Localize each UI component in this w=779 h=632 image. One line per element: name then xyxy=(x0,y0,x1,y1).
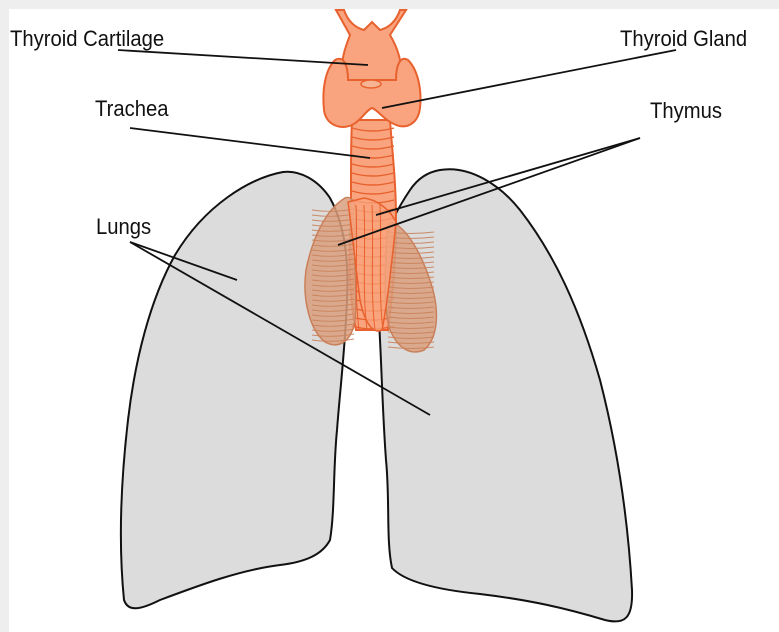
right-lung xyxy=(379,169,632,621)
label-thyroid-cartilage: Thyroid Cartilage xyxy=(10,28,164,50)
leader-trachea xyxy=(130,128,370,158)
label-thyroid-gland: Thyroid Gland xyxy=(620,28,747,50)
label-lungs: Lungs xyxy=(96,216,151,238)
label-trachea: Trachea xyxy=(95,98,168,120)
leader-thyroid-cartilage xyxy=(118,50,368,65)
leader-thyroid-gland xyxy=(382,50,676,108)
left-lung xyxy=(121,172,348,609)
label-thymus: Thymus xyxy=(650,100,722,122)
larynx-opening xyxy=(361,80,381,88)
